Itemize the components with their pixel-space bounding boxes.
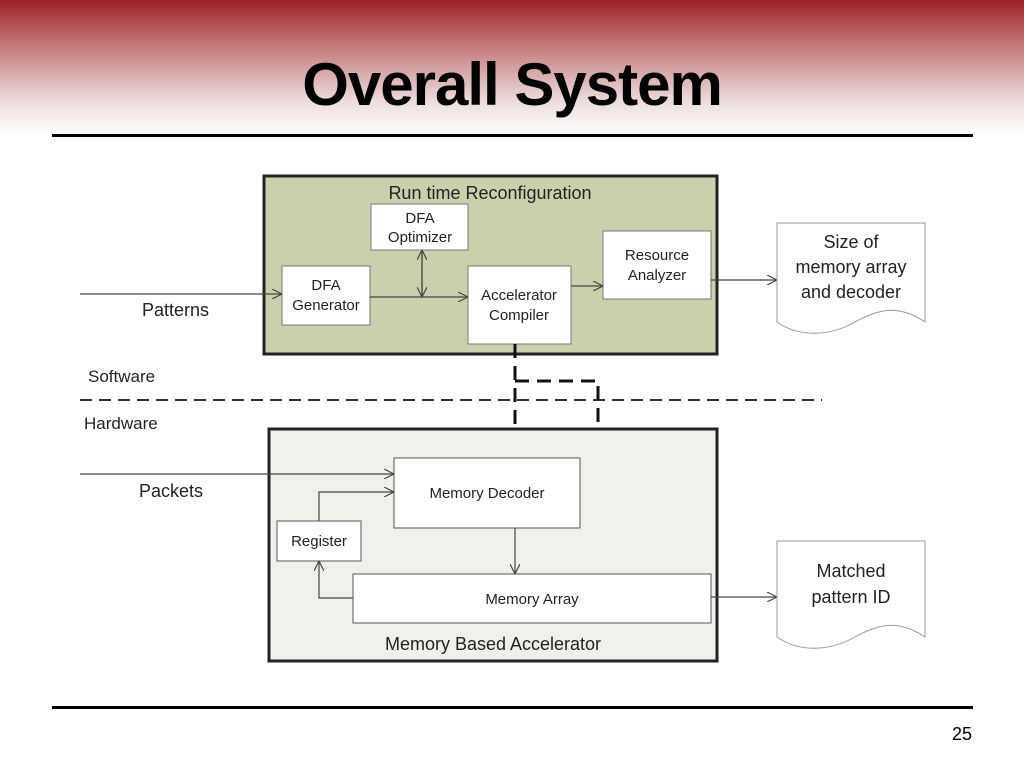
title-rule <box>52 134 973 137</box>
patterns-label: Patterns <box>142 300 209 320</box>
dfa-generator-label-2: Generator <box>292 297 360 314</box>
size-document <box>776 222 926 334</box>
register-to-decoder-arrow <box>318 492 393 521</box>
array-to-register-arrow <box>319 562 353 599</box>
footer-rule <box>52 706 973 709</box>
packets-label: Packets <box>139 481 203 501</box>
header-band <box>0 0 1024 135</box>
memory-array-node <box>352 573 712 624</box>
matched-doc-line-2: pattern ID <box>811 587 890 607</box>
dfa-optimizer-node <box>370 203 469 251</box>
accelerator-compiler-label-1: Accelerator <box>481 287 557 304</box>
register-label: Register <box>291 533 347 550</box>
matched-document <box>776 540 926 649</box>
size-doc-line-3: and decoder <box>801 282 901 302</box>
size-doc-line-1: Size of <box>823 232 879 252</box>
dfa-optimizer-label-2: Optimizer <box>388 229 452 246</box>
memory-decoder-node <box>393 457 581 529</box>
matched-doc-line-1: Matched <box>816 561 885 581</box>
dfa-optimizer-label-1: DFA <box>405 210 434 227</box>
software-layer-label: Software <box>88 367 155 386</box>
memory-decoder-label: Memory Decoder <box>429 485 544 502</box>
page-number: 25 <box>951 724 972 744</box>
memory-array-label: Memory Array <box>485 591 579 608</box>
accelerator-compiler-node <box>467 265 572 345</box>
software-box-label: Run time Reconfiguration <box>388 183 591 203</box>
dfa-generator-node <box>281 265 371 326</box>
hardware-box-label: Memory Based Accelerator <box>385 634 601 654</box>
accelerator-compiler-label-2: Compiler <box>489 307 549 324</box>
size-doc-line-2: memory array <box>795 257 906 277</box>
slide-title: Overall System <box>302 51 723 118</box>
resource-analyzer-label-2: Analyzer <box>628 267 686 284</box>
resource-analyzer-label-1: Resource <box>625 247 689 264</box>
resource-analyzer-node <box>602 230 712 300</box>
hardware-layer-label: Hardware <box>84 414 158 433</box>
dfa-generator-label-1: DFA <box>311 277 340 294</box>
